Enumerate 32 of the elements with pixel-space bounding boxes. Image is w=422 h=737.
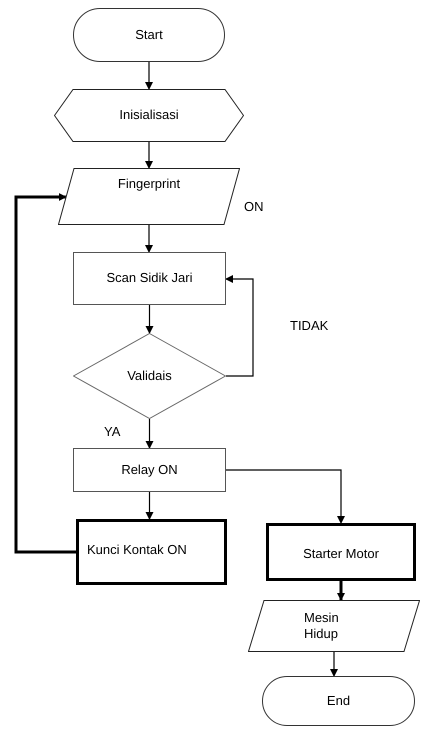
node-label: Inisialisasi (119, 107, 179, 124)
output-parallelogram (248, 600, 420, 652)
process-box (73, 252, 226, 305)
node-label: Starter Motor (303, 546, 379, 562)
arrow (226, 469, 345, 524)
arrow (145, 225, 153, 253)
node-label: Scan Sidik Jari (106, 270, 192, 287)
process-box (76, 519, 227, 585)
arrow (145, 62, 153, 90)
arrow (145, 142, 153, 169)
process-box (73, 448, 226, 492)
node-label: Fingerprint (118, 176, 180, 192)
arrow (146, 305, 154, 334)
arrow (146, 419, 154, 449)
annotation-text: ON (244, 199, 264, 216)
preparation-hexagon (54, 89, 244, 142)
node-label: End (326, 692, 350, 710)
arrow (146, 492, 154, 520)
node-label: Validais (127, 368, 172, 384)
decision-diamond (73, 333, 226, 419)
input-parallelogram (58, 168, 240, 225)
end-terminal (262, 676, 415, 726)
arrow (14, 193, 76, 554)
node-label: Kunci Kontak ON (87, 542, 187, 558)
arrow (330, 652, 338, 677)
node-label: Mesin Hidup (304, 610, 340, 642)
arrow (225, 275, 254, 377)
start-terminal (73, 8, 225, 62)
node-label: Start (135, 26, 163, 44)
process-box (266, 523, 416, 581)
arrow (337, 581, 345, 601)
node-label: Relay ON (121, 462, 178, 478)
